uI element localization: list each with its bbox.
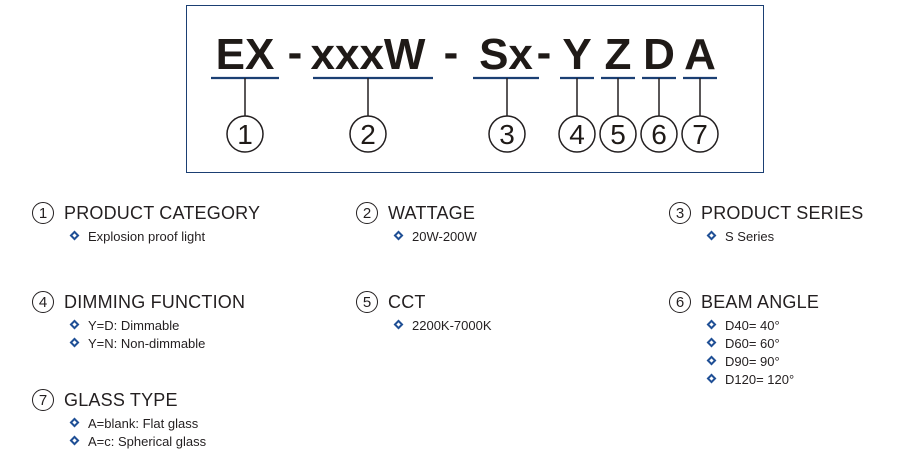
legend-title: PRODUCT SERIES	[701, 202, 864, 223]
legend-header: 3 PRODUCT SERIES	[669, 200, 864, 226]
list-item-text: A=blank: Flat glass	[88, 415, 199, 431]
number-circle-7	[681, 115, 719, 153]
legend-number: 7	[32, 389, 54, 411]
legend-dimming-function: 4 DIMMING FUNCTION Y=D: Dimmable Y=N: No…	[32, 289, 245, 352]
legend-beam-angle: 6 BEAM ANGLE D40= 40° D60= 60° D90= 90° …	[669, 289, 819, 388]
list-item: Y=D: Dimmable	[74, 316, 245, 334]
number-circle-2	[349, 115, 387, 153]
number-label-5: 5	[610, 119, 626, 150]
diamond-bullet-icon	[70, 320, 80, 330]
code-separator: -	[444, 28, 459, 77]
code-segment-2: xxxW	[311, 30, 426, 79]
code-segment-6: D	[643, 30, 675, 79]
legend-header: 6 BEAM ANGLE	[669, 289, 819, 315]
list-item-text: D90= 90°	[725, 353, 780, 369]
legend-header: 1 PRODUCT CATEGORY	[32, 200, 260, 226]
legend-glass-type: 7 GLASS TYPE A=blank: Flat glass A=c: Sp…	[32, 387, 206, 450]
code-segment-7: A	[684, 30, 716, 79]
legend-title: GLASS TYPE	[64, 389, 178, 410]
legend-number: 1	[32, 202, 54, 224]
number-circle-3	[488, 115, 526, 153]
legend-items: S Series	[711, 227, 864, 245]
number-circle-5	[599, 115, 637, 153]
list-item-text: 2200K-7000K	[412, 317, 492, 333]
list-item: D90= 90°	[711, 352, 819, 370]
list-item: S Series	[711, 227, 864, 245]
code-segment-3: Sx	[479, 30, 533, 79]
list-item-text: D60= 60°	[725, 335, 780, 351]
code-segment-4: Y	[562, 30, 591, 79]
legend-title: DIMMING FUNCTION	[64, 291, 246, 312]
legend-header: 4 DIMMING FUNCTION	[32, 289, 245, 315]
legend-cct: 5 CCT 2200K-7000K	[356, 289, 492, 334]
number-label-1: 1	[237, 119, 253, 150]
list-item: A=c: Spherical glass	[74, 432, 206, 450]
legend-header: 5 CCT	[356, 289, 492, 315]
legend-title: WATTAGE	[388, 202, 476, 223]
diamond-bullet-icon	[70, 338, 80, 348]
code-separator: -	[288, 28, 303, 77]
legend-header: 2 WATTAGE	[356, 200, 477, 226]
list-item: D40= 40°	[711, 316, 819, 334]
legend-items: Y=D: Dimmable Y=N: Non-dimmable	[74, 316, 245, 352]
code-diagram: EX xxxW Sx Y Z D A - - -	[211, 28, 719, 153]
diamond-bullet-icon	[707, 374, 717, 384]
legend-title: CCT	[388, 291, 426, 312]
list-item-text: Y=D: Dimmable	[88, 317, 180, 333]
list-item: 20W-200W	[398, 227, 477, 245]
diamond-bullet-icon	[394, 231, 404, 241]
list-item-text: D120= 120°	[725, 371, 795, 387]
list-item: Explosion proof light	[74, 227, 260, 245]
number-circle-6	[640, 115, 678, 153]
number-label-2: 2	[360, 119, 376, 150]
legend-items: Explosion proof light	[74, 227, 260, 245]
list-item: D60= 60°	[711, 334, 819, 352]
list-item: D120= 120°	[711, 370, 819, 388]
legend-number: 4	[32, 291, 54, 313]
legend-title: PRODUCT CATEGORY	[64, 202, 261, 223]
diamond-bullet-icon	[707, 338, 717, 348]
legend-number: 3	[669, 202, 691, 224]
legend-items: 20W-200W	[398, 227, 477, 245]
list-item: 2200K-7000K	[398, 316, 492, 334]
list-item-text: A=c: Spherical glass	[88, 433, 207, 449]
legend-items: 2200K-7000K	[398, 316, 492, 334]
code-segment-1: EX	[216, 30, 275, 79]
list-item-text: S Series	[725, 228, 775, 244]
list-item-text: D40= 40°	[725, 317, 780, 333]
number-label-7: 7	[692, 119, 708, 150]
diamond-bullet-icon	[707, 356, 717, 366]
legend-number: 6	[669, 291, 691, 313]
code-separator: -	[537, 28, 552, 77]
legend-number: 5	[356, 291, 378, 313]
number-circle-1	[226, 115, 264, 153]
legend-product-series: 3 PRODUCT SERIES S Series	[669, 200, 864, 245]
number-label-6: 6	[651, 119, 667, 150]
list-item: A=blank: Flat glass	[74, 414, 206, 432]
list-item-text: Explosion proof light	[88, 228, 206, 244]
diamond-bullet-icon	[70, 418, 80, 428]
list-item-text: 20W-200W	[412, 228, 477, 244]
diamond-bullet-icon	[707, 231, 717, 241]
legend-items: D40= 40° D60= 60° D90= 90° D120= 120°	[711, 316, 819, 388]
legend-header: 7 GLASS TYPE	[32, 387, 206, 413]
legend-items: A=blank: Flat glass A=c: Spherical glass	[74, 414, 206, 450]
diamond-bullet-icon	[70, 231, 80, 241]
diamond-bullet-icon	[707, 320, 717, 330]
number-circle-4	[558, 115, 596, 153]
code-segment-5: Z	[605, 30, 632, 79]
diamond-bullet-icon	[70, 436, 80, 446]
legend-number: 2	[356, 202, 378, 224]
number-label-3: 3	[499, 119, 515, 150]
list-item-text: Y=N: Non-dimmable	[88, 335, 206, 351]
list-item: Y=N: Non-dimmable	[74, 334, 245, 352]
legend-title: BEAM ANGLE	[701, 291, 820, 312]
legend-wattage: 2 WATTAGE 20W-200W	[356, 200, 477, 245]
code-diagram-box: EX xxxW Sx Y Z D A - - -	[186, 5, 764, 173]
number-label-4: 4	[569, 119, 585, 150]
diamond-bullet-icon	[394, 320, 404, 330]
legend-product-category: 1 PRODUCT CATEGORY Explosion proof light	[32, 200, 260, 245]
